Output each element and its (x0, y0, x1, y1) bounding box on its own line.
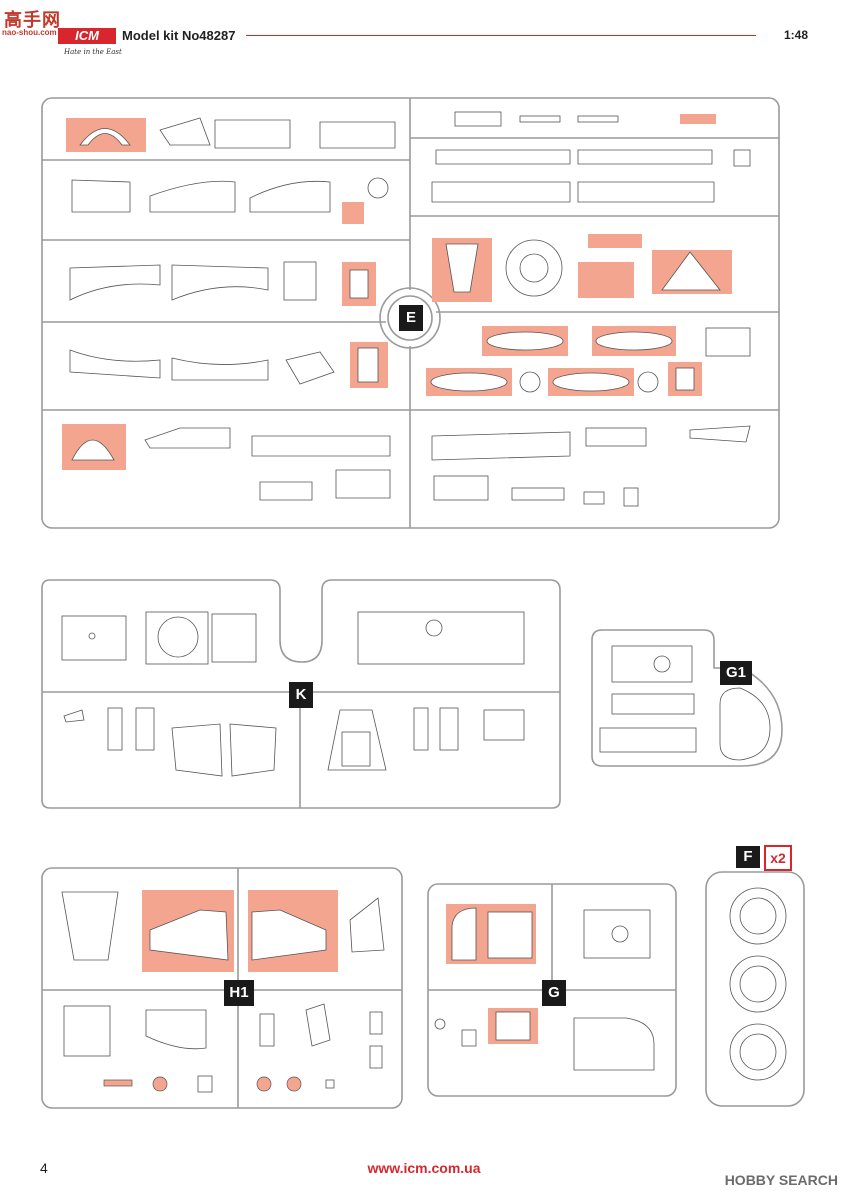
sprue-e-label: E (399, 305, 423, 331)
sprue-g1-label: G1 (720, 661, 752, 685)
sprue-g-label: G (542, 980, 566, 1006)
sprue-g1-parts (599, 645, 771, 761)
sprue-e-frame (41, 97, 780, 529)
sprue-f-frame (705, 871, 805, 1107)
sprue-f-multiplier: x2 (764, 845, 792, 871)
sprue-g-parts (434, 904, 655, 1071)
sprue-h1-label: H1 (224, 980, 254, 1006)
icm-logo: ICM (58, 28, 116, 44)
sprue-g1-frame (591, 629, 783, 767)
sprue-e-parts (62, 111, 751, 507)
hobbysearch-watermark: HOBBY SEARCH (724, 1172, 838, 1188)
sprue-k-parts (61, 611, 525, 777)
page-number: 4 (40, 1160, 48, 1176)
icm-tagline: Hate in the East (64, 48, 122, 56)
kit-title: Model kit No48287 (122, 28, 236, 43)
website-link[interactable]: www.icm.com.ua (367, 1160, 481, 1176)
watermark-logo: 高手网 (4, 10, 61, 31)
header-rule (246, 35, 756, 36)
sprue-f-label: F (736, 846, 760, 868)
sprue-f-parts (729, 887, 787, 1081)
watermark-url: nao-shou.com (2, 28, 57, 37)
kit-scale: 1:48 (783, 28, 808, 42)
sprue-k-label: K (289, 682, 313, 708)
sprue-h1-parts (61, 890, 385, 1093)
